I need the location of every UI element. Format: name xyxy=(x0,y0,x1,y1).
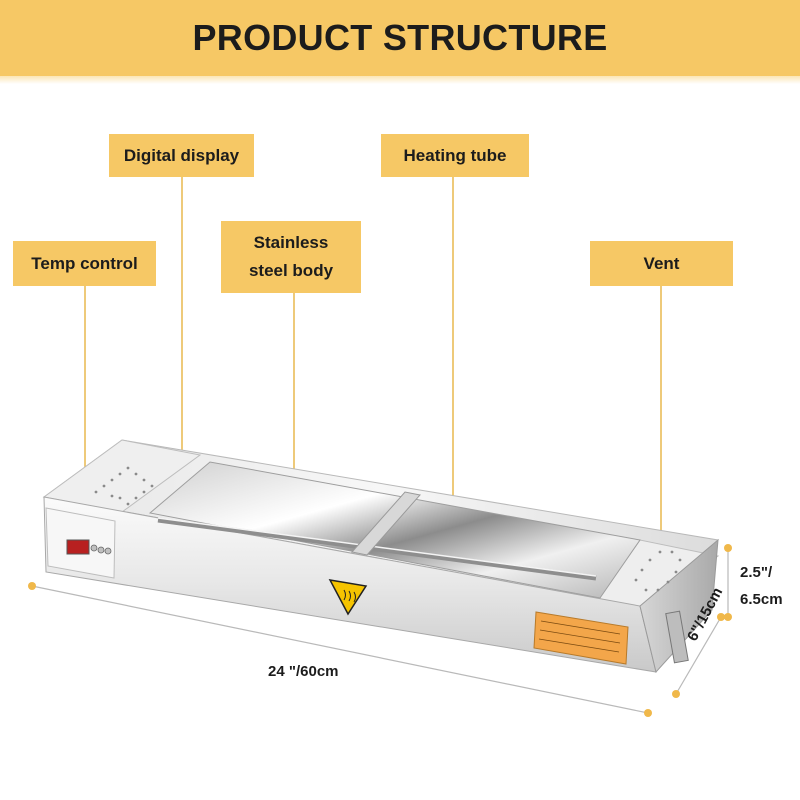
callout-stainless-body: Stainless steel body xyxy=(221,221,361,293)
left-vent-pattern xyxy=(94,466,154,506)
height-label-inches: 2.5"/ xyxy=(740,564,773,581)
right-vent-pattern xyxy=(634,550,682,592)
callout-digital-display-label: Digital display xyxy=(123,145,240,165)
callout-digital-display: Digital display xyxy=(109,134,254,177)
callout-vent-label: Vent xyxy=(643,253,680,273)
length-dimension xyxy=(31,585,649,714)
hot-surface-warning-icon xyxy=(328,579,368,616)
digital-display-screen xyxy=(66,539,90,555)
heating-tube-rod xyxy=(157,517,597,581)
spec-label xyxy=(533,611,629,665)
callout-heating-tube: Heating tube xyxy=(381,134,529,177)
depth-dimension xyxy=(675,616,722,695)
plus-button xyxy=(90,544,98,552)
header-banner: PRODUCT STRUCTURE xyxy=(0,0,800,76)
side-handle xyxy=(665,610,689,664)
callout-temp-control: Temp control xyxy=(13,241,156,286)
callout-stainless-line1: Stainless xyxy=(253,233,329,252)
callout-stainless-line2: steel body xyxy=(248,261,334,280)
dimension-dots xyxy=(28,544,732,717)
callout-vent: Vent xyxy=(590,241,733,286)
page-title: PRODUCT STRUCTURE xyxy=(192,17,608,58)
inner-trough xyxy=(148,461,641,599)
length-label: 24 "/60cm xyxy=(268,663,339,680)
power-button xyxy=(97,546,105,554)
minus-button xyxy=(104,547,112,555)
header-divider xyxy=(0,76,800,84)
height-label-cm: 6.5cm xyxy=(740,591,783,608)
dimension-lines xyxy=(31,548,729,714)
callout-temp-control-label: Temp control xyxy=(31,253,138,273)
right-side xyxy=(639,538,719,674)
center-bracket xyxy=(351,491,421,556)
callout-heating-tube-label: Heating tube xyxy=(403,145,507,165)
heater-body xyxy=(42,439,720,674)
